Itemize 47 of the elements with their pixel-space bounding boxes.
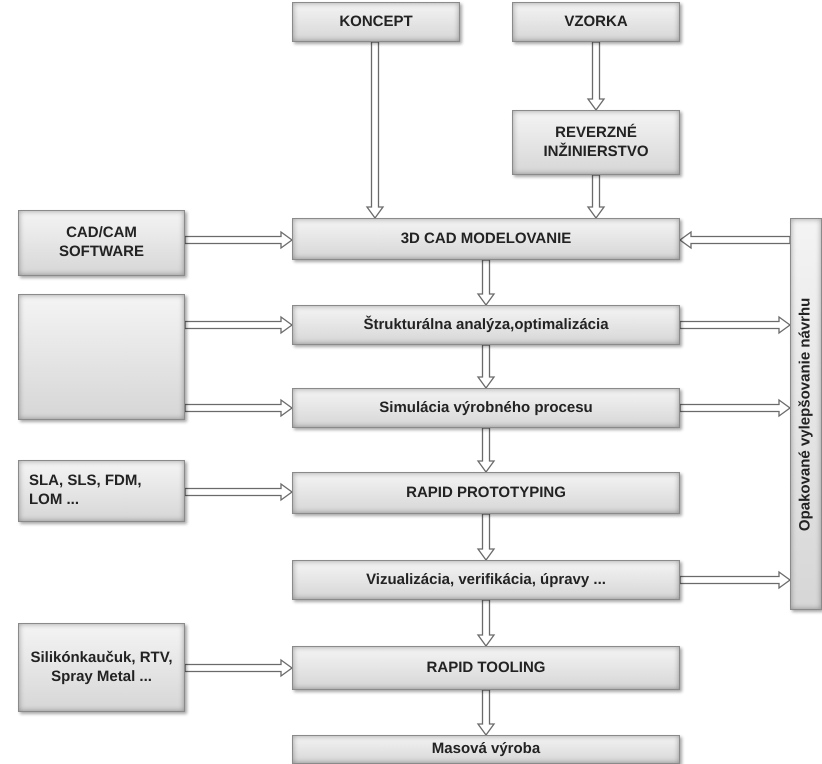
- box-label: REVERZNÉ INŽINIERSTVO: [542, 124, 650, 162]
- box-label: Štrukturálna analýza,optimalizácia: [362, 316, 610, 334]
- box-label: 3D CAD MODELOVANIE: [400, 230, 572, 248]
- input-box: [18, 294, 185, 420]
- process-box: [292, 218, 680, 260]
- process-box: [292, 735, 680, 764]
- box-label: Masová výroba: [430, 740, 542, 759]
- arrow: [476, 344, 496, 390]
- arrow: [476, 689, 496, 736]
- process-box: [292, 560, 680, 600]
- process-box: [292, 472, 680, 514]
- box-label: RAPID PROTOTYPING: [405, 484, 567, 502]
- box-label: Silikónkaučuk, RTV, Spray Metal ...: [30, 648, 174, 686]
- arrow: [679, 316, 792, 334]
- process-box: [292, 388, 680, 428]
- arrow: [679, 570, 792, 590]
- arrow: [184, 658, 294, 678]
- process-box: [512, 2, 680, 42]
- arrow: [678, 230, 791, 250]
- box-label: KONCEPT: [338, 12, 414, 32]
- box-label: Simulácia výrobného procesu: [378, 398, 594, 418]
- arrow: [184, 482, 294, 502]
- box-label: VZORKA: [563, 12, 629, 32]
- process-box: [512, 110, 680, 175]
- box-label: SLA, SLS, FDM, LOM ...: [28, 472, 142, 510]
- box-label: Opakované vylepšovanie návrhu: [796, 297, 815, 531]
- arrow: [184, 230, 294, 250]
- process-box: [292, 305, 680, 345]
- arrow: [476, 599, 496, 648]
- arrow: [679, 398, 792, 418]
- arrow: [184, 398, 294, 418]
- box-label: RAPID TOOLING: [426, 658, 546, 678]
- process-box: [292, 2, 460, 42]
- arrow: [586, 174, 606, 220]
- input-box: [18, 460, 185, 522]
- input-box: [18, 623, 185, 712]
- feedback-bar: [790, 218, 822, 610]
- arrow: [184, 316, 294, 334]
- arrow: [366, 41, 384, 220]
- process-box: [292, 646, 680, 690]
- arrow: [586, 41, 606, 112]
- arrow: [476, 427, 496, 474]
- box-label: Vizualizácia, verifikácia, úpravy ...: [365, 570, 607, 590]
- arrow: [476, 259, 496, 306]
- arrow: [476, 513, 496, 562]
- input-box: [18, 210, 185, 276]
- box-label: CAD/CAM SOFTWARE: [58, 224, 145, 262]
